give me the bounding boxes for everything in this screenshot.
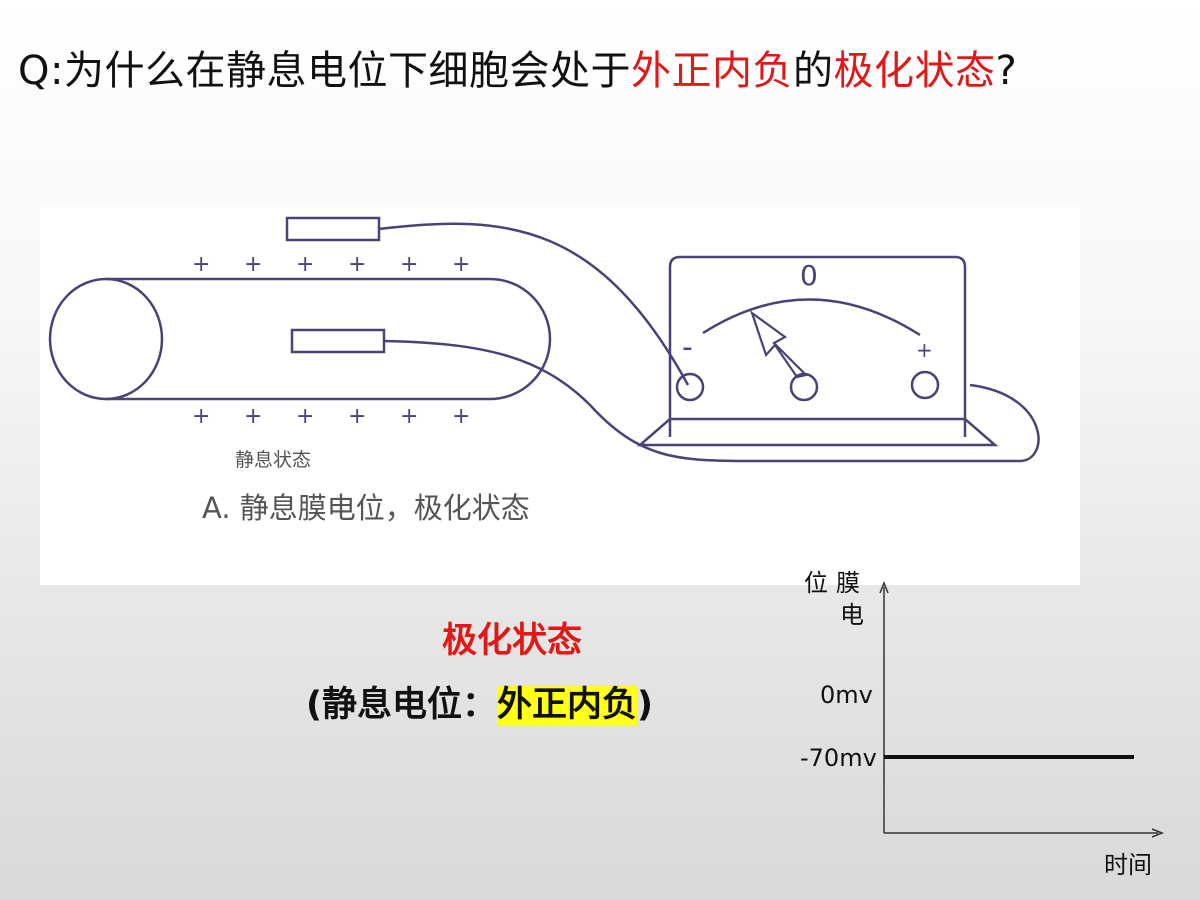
y-axis-arrow	[879, 580, 889, 594]
title-highlight-polarized: 极化状态	[833, 48, 996, 94]
outer-electrode-wire	[378, 222, 690, 386]
lower-charge: +	[452, 404, 470, 429]
lower-charge: +	[400, 404, 418, 429]
lower-charge: +	[244, 404, 262, 429]
y-axis-label-part: 电	[840, 601, 864, 629]
lower-charge: +	[348, 404, 366, 429]
outer-charge: +	[244, 252, 262, 277]
y-tick-resting: -70mv	[800, 744, 877, 772]
meter-housing	[668, 255, 967, 437]
meter-terminal-center	[789, 372, 819, 402]
y-axis-label-part: 膜	[836, 569, 860, 597]
state-desc-suffix: )	[637, 685, 654, 725]
meter-plus-label: +	[916, 338, 933, 362]
axon-cylinder	[106, 277, 552, 401]
outer-electrode	[285, 216, 381, 242]
meter-terminal-positive	[910, 370, 940, 400]
meter-base	[636, 417, 999, 447]
meter-zero-label: 0	[800, 259, 818, 292]
y-tick-zero: 0mv	[820, 681, 873, 709]
outer-charge: +	[400, 252, 418, 277]
state-desc-prefix: (静息电位：	[306, 685, 497, 725]
membrane-potential-graph: 膜 位 电 0mv -70mv 时间	[790, 555, 1190, 895]
title-highlight-outer-positive: 外正内负	[630, 48, 793, 94]
outer-charge: +	[348, 252, 366, 277]
title-suffix: ?	[995, 48, 1018, 94]
meter-needle	[749, 310, 809, 379]
meter-scale-arc	[702, 298, 921, 337]
title-prefix: Q:为什么在静息电位下细胞会处于	[18, 48, 631, 94]
graph-drawing	[879, 580, 1165, 838]
y-axis-label-part: 位	[804, 569, 828, 597]
membrane-potential-diagram: + + + + + + + + + + + + 0 - + 静息状态 A. 静息…	[40, 205, 1080, 585]
diagram-caption-main: A. 静息膜电位，极化状态	[202, 491, 530, 525]
inner-electrode-wire	[383, 339, 1040, 463]
diagram-caption-small: 静息状态	[235, 449, 312, 471]
x-axis-arrow	[1151, 828, 1165, 838]
outer-charge: +	[452, 252, 470, 277]
state-desc-highlight: 外正内负	[497, 685, 638, 725]
title-mid: 的	[792, 48, 834, 94]
meter-minus-label: -	[682, 330, 693, 365]
lower-charge: +	[192, 404, 210, 429]
resting-potential-description: (静息电位：外正内负)	[306, 676, 653, 727]
x-axis-label: 时间	[1104, 851, 1152, 879]
diagram-drawing: + + + + + + + + + + + + 0 - +	[48, 216, 1040, 463]
polarized-state-label: 极化状态	[442, 621, 583, 661]
outer-charge: +	[296, 252, 314, 277]
lower-charge: +	[296, 404, 314, 429]
meter-terminal-negative	[675, 372, 705, 402]
page-title: Q:为什么在静息电位下细胞会处于外正内负的极化状态?	[18, 38, 1017, 96]
outer-charge: +	[192, 252, 210, 277]
inner-electrode	[290, 328, 386, 354]
axon-end-ellipse	[48, 277, 164, 401]
